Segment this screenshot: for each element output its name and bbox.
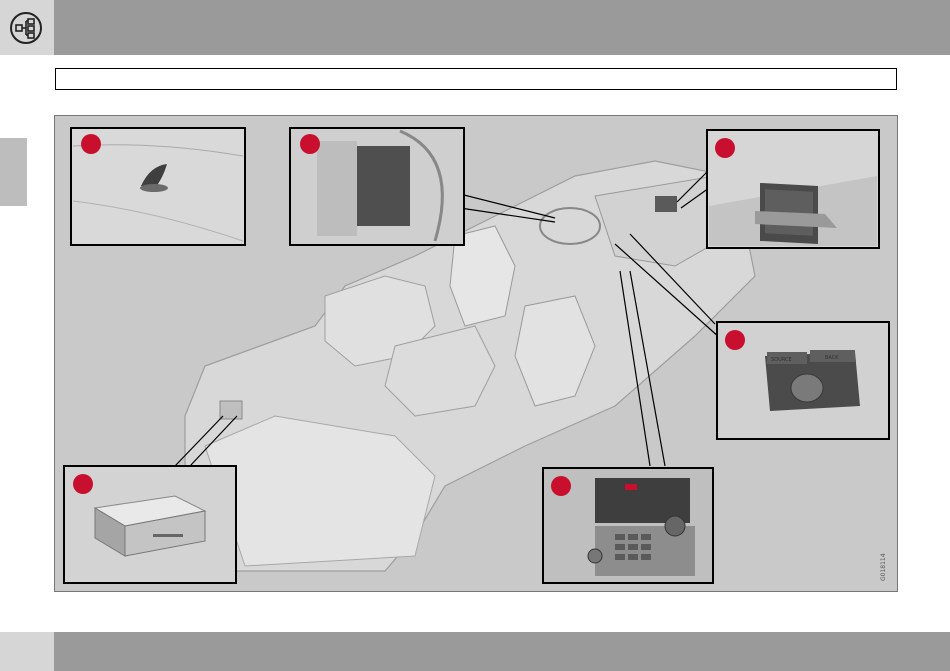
inset-rear-seat-controller: SOURCE BACK xyxy=(717,322,889,439)
inset-steering-wheel-keypad xyxy=(290,128,464,245)
callout-marker xyxy=(725,330,745,350)
section-heading xyxy=(55,68,897,90)
dash-display-unit xyxy=(655,196,677,212)
header-icon-tile xyxy=(0,0,54,55)
control-knob xyxy=(791,374,823,402)
inset-roof-antenna xyxy=(71,128,245,245)
footer-bar xyxy=(0,632,950,671)
callout-marker xyxy=(73,474,93,494)
figure-illustration: SOURCE BACK xyxy=(55,116,897,591)
back-button-label: BACK xyxy=(825,355,839,361)
callout-marker xyxy=(551,476,571,496)
component-tree-icon xyxy=(9,11,43,45)
callout-marker xyxy=(81,134,101,154)
source-button-label: SOURCE xyxy=(771,357,792,363)
callout-marker xyxy=(300,134,320,154)
header-bar xyxy=(0,0,950,55)
keypad-panel xyxy=(355,146,410,226)
inset-audio-control-panel xyxy=(543,468,713,583)
chapter-side-tab[interactable] xyxy=(0,138,27,206)
footer-page-tile xyxy=(0,632,54,671)
inset-trunk-media-unit xyxy=(64,466,236,583)
component-location-figure: SOURCE BACK xyxy=(54,115,898,592)
callout-marker xyxy=(715,138,735,158)
inset-dash-display-screen xyxy=(707,130,879,248)
figure-reference-code: G018114 xyxy=(880,553,887,581)
